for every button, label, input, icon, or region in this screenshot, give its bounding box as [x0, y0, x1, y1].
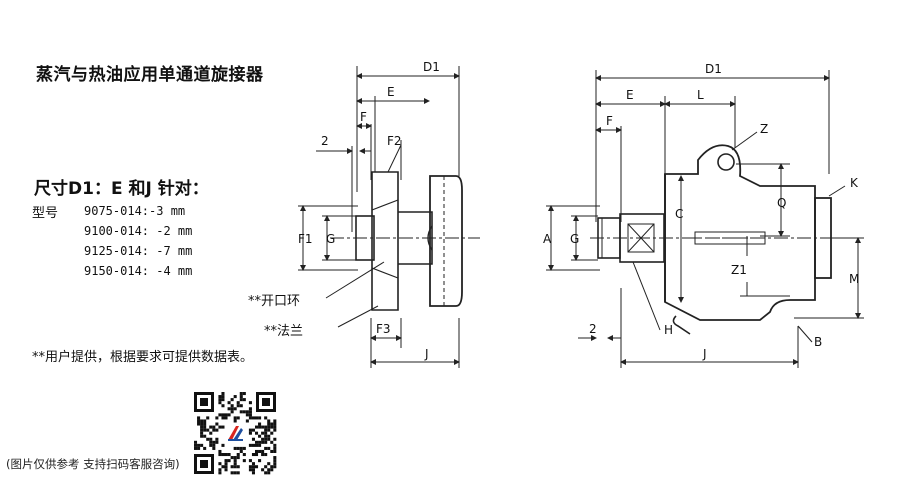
svg-text:H: H	[664, 323, 673, 337]
finder-top-right-icon	[256, 392, 276, 412]
svg-text:G: G	[570, 232, 579, 246]
model-row: 9075-014:-3 mm	[84, 204, 186, 218]
model-row: 9125-014: -7 mm	[84, 244, 193, 258]
svg-text:Q: Q	[777, 196, 786, 210]
svg-text:Z: Z	[760, 122, 768, 136]
svg-text:F: F	[360, 110, 367, 124]
svg-text:L: L	[697, 88, 704, 102]
left-view-labels: D1 E F 2 F2 F1 G F3 J	[298, 60, 440, 361]
svg-text:2: 2	[321, 134, 329, 148]
svg-text:G: G	[326, 232, 335, 246]
snap-ring-note: **开口环	[248, 294, 301, 309]
svg-text:F3: F3	[376, 322, 391, 336]
model-row: 9100-014: -2 mm	[84, 224, 193, 238]
svg-text:B: B	[814, 335, 822, 349]
finder-bottom-left-icon	[194, 454, 214, 474]
model-label: 型号	[32, 206, 59, 221]
svg-text:A: A	[543, 232, 552, 246]
svg-text:E: E	[387, 85, 395, 99]
dimensions-heading: 尺寸D1：E 和J 针对：	[34, 179, 209, 199]
svg-text:J: J	[424, 347, 429, 361]
svg-text:C: C	[675, 207, 683, 221]
flange-note: **法兰	[264, 324, 304, 339]
finder-top-left-icon	[194, 392, 214, 412]
model-row: 9150-014: -4 mm	[84, 264, 193, 278]
svg-text:2: 2	[589, 322, 597, 336]
svg-text:E: E	[626, 88, 634, 102]
svg-text:F: F	[606, 114, 613, 128]
brand-logo-icon	[225, 423, 245, 443]
right-view-labels: D1 E L F Z K C Q A G Z1 M 2 H B J	[543, 62, 859, 361]
svg-text:Z1: Z1	[731, 263, 747, 277]
image-caption: (图片仅供参考 支持扫码客服咨询)	[6, 457, 180, 471]
svg-text:K: K	[850, 176, 859, 190]
svg-text:F1: F1	[298, 232, 313, 246]
left-view	[298, 66, 480, 368]
page-title: 蒸汽与热油应用单通道旋接器	[36, 65, 264, 85]
svg-text:D1: D1	[423, 60, 440, 74]
supply-note: **用户提供，根据要求可提供数据表。	[32, 350, 254, 365]
right-view	[546, 70, 864, 368]
svg-text:D1: D1	[705, 62, 722, 76]
svg-text:M: M	[849, 272, 859, 286]
svg-text:J: J	[702, 347, 707, 361]
svg-text:F2: F2	[387, 134, 402, 148]
qr-code[interactable]	[192, 390, 278, 476]
